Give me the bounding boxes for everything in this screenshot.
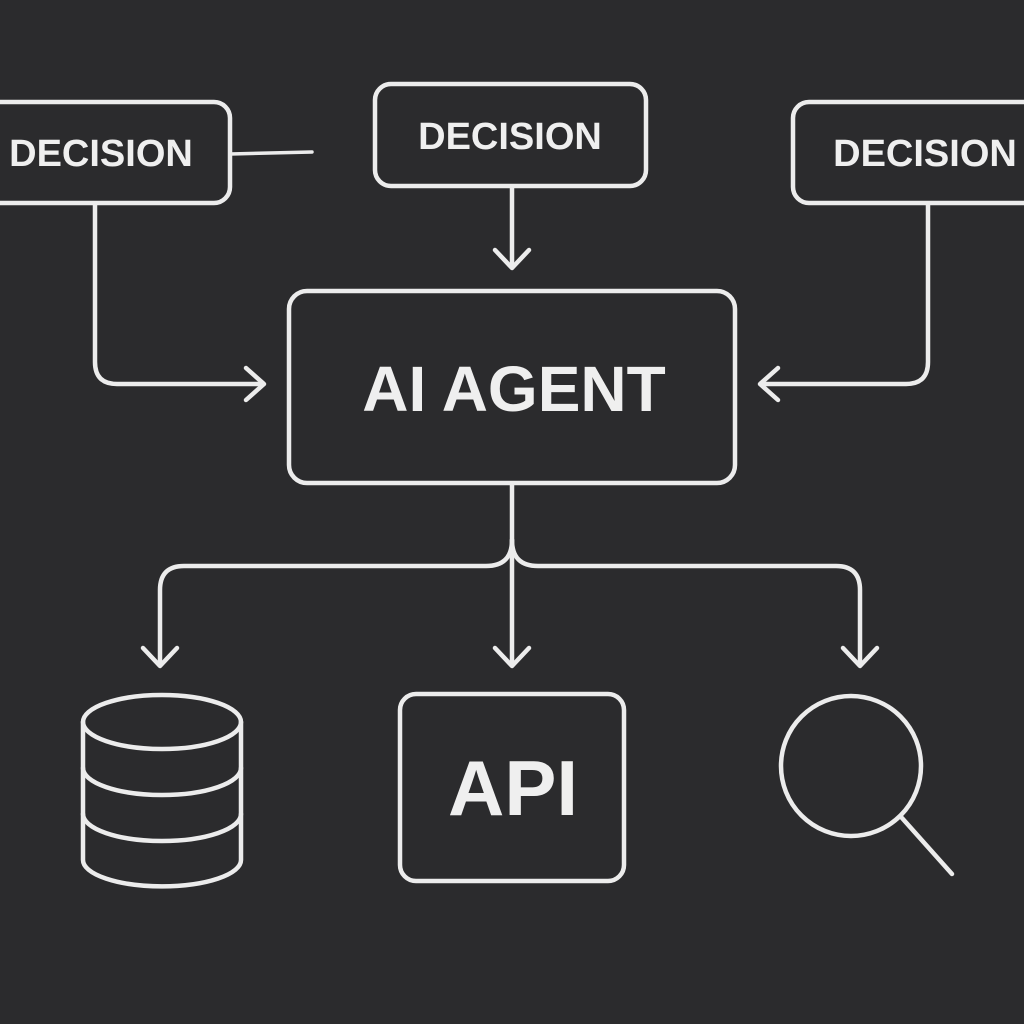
agent-label: AI AGENT bbox=[362, 353, 665, 425]
arrowhead-left bbox=[243, 365, 267, 403]
connector-agent-to-search bbox=[509, 537, 863, 667]
arrowhead-search bbox=[840, 645, 880, 669]
connector-right-decision-to-agent bbox=[759, 201, 931, 387]
decision-left-label: DECISION bbox=[9, 133, 193, 175]
arrowhead-top bbox=[492, 247, 532, 271]
connector-left-decision-to-agent bbox=[92, 201, 265, 387]
decision-box-right: DECISION bbox=[790, 99, 1024, 206]
decision-box-top: DECISION bbox=[372, 81, 649, 189]
decision-right-label: DECISION bbox=[833, 133, 1017, 175]
connector-agent-to-database bbox=[157, 537, 515, 667]
search-icon bbox=[778, 693, 955, 877]
agent-box: AI AGENT bbox=[286, 288, 738, 486]
arrowhead-api bbox=[492, 645, 532, 669]
api-box: API bbox=[397, 691, 627, 884]
connectors bbox=[92, 150, 931, 669]
decision-top-label: DECISION bbox=[418, 116, 602, 158]
arrowhead-database bbox=[140, 645, 180, 669]
database-icon bbox=[80, 692, 244, 889]
decision-box-left: DECISION bbox=[0, 99, 233, 206]
connector-left-stub bbox=[228, 150, 314, 156]
api-label: API bbox=[448, 744, 578, 832]
arrowhead-right bbox=[757, 365, 781, 403]
